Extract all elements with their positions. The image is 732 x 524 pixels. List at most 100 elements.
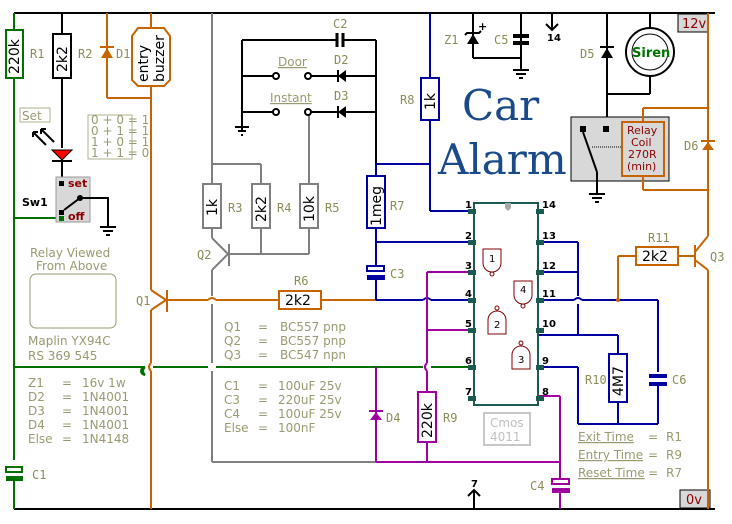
net-orange xyxy=(106,13,376,509)
svg-text:Exit Time: Exit Time xyxy=(578,430,634,444)
svg-text:=: = xyxy=(258,407,268,421)
svg-text:Q3: Q3 xyxy=(710,250,724,264)
svg-text:Q2: Q2 xyxy=(224,334,241,348)
resistor-r4: 2k2 R4 xyxy=(251,183,291,229)
svg-text:D3: D3 xyxy=(334,89,348,103)
capacitor-c5: C5 xyxy=(494,33,529,47)
resistor-r11: 2k2 R11 xyxy=(635,231,679,266)
svg-text:10k: 10k xyxy=(302,195,318,222)
ic-pins-left xyxy=(468,209,476,401)
svg-text:Reset Time: Reset Time xyxy=(578,466,645,480)
switch-sw1[interactable]: set off Sw1 xyxy=(22,176,109,226)
r1-ref: R1 xyxy=(30,47,44,61)
svg-text:C5: C5 xyxy=(494,33,508,47)
resistor-r5: 10k R5 xyxy=(299,183,339,229)
svg-text:Maplin YX94C: Maplin YX94C xyxy=(28,334,111,348)
svg-text:1N4148: 1N4148 xyxy=(82,432,129,446)
parts-list-capacitors: C1=100uF 25v C3=220uF 25v C4=100uF 25v E… xyxy=(224,379,342,435)
svg-text:=: = xyxy=(648,430,658,444)
switch-off-label: off xyxy=(68,210,85,223)
net-grey xyxy=(211,13,376,463)
svg-text:buzzer: buzzer xyxy=(152,35,168,82)
svg-text:Relay Viewed: Relay Viewed xyxy=(30,246,110,260)
svg-text:=: = xyxy=(258,379,268,393)
svg-text:14: 14 xyxy=(542,200,556,211)
svg-text:=: = xyxy=(258,393,268,407)
diode-d3: D3 xyxy=(334,89,348,118)
svg-text:C2: C2 xyxy=(333,17,347,31)
svg-text:D4: D4 xyxy=(28,418,45,432)
svg-text:1 + 1 = 0: 1 + 1 = 0 xyxy=(91,146,149,160)
svg-text:13: 13 xyxy=(542,231,556,242)
svg-text:8: 8 xyxy=(542,387,549,398)
svg-text:2: 2 xyxy=(494,320,500,331)
svg-text:=: = xyxy=(258,320,268,334)
rail-12v-label: 12v xyxy=(677,13,709,33)
ic-4011: 1 2 3 4 5 6 7 14 13 12 11 10 9 8 1 2 3 4… xyxy=(465,200,556,446)
r2-value: 2k2 xyxy=(55,46,71,72)
svg-text:1N4001: 1N4001 xyxy=(82,404,129,418)
svg-text:=: = xyxy=(62,376,72,390)
switch-ref: Sw1 xyxy=(22,196,48,209)
svg-text:(min): (min) xyxy=(627,160,656,173)
instant-contact[interactable]: Instant xyxy=(270,91,312,116)
svg-text:100nF: 100nF xyxy=(278,421,316,435)
svg-text:100uF 25v: 100uF 25v xyxy=(278,407,342,421)
svg-text:1: 1 xyxy=(465,200,472,211)
diode-d5: D5 xyxy=(580,46,614,61)
svg-text:1meg: 1meg xyxy=(369,186,385,226)
transistor-q3: Q3 xyxy=(694,235,724,271)
svg-text:+: + xyxy=(478,20,487,33)
net-green xyxy=(13,13,470,509)
relay-pinout-note: Relay Viewed From Above Maplin YX94C RS … xyxy=(28,246,117,363)
svg-text:2k2: 2k2 xyxy=(642,249,668,265)
svg-text:1 + 0 = 1: 1 + 0 = 1 xyxy=(91,135,149,149)
siren: Siren xyxy=(625,27,675,77)
diode-d2: D2 xyxy=(334,53,348,82)
ic-pins-right xyxy=(536,209,544,401)
svg-text:=: = xyxy=(258,348,268,362)
svg-text:Cmos: Cmos xyxy=(490,416,524,430)
svg-text:270R: 270R xyxy=(628,148,657,161)
resistor-r10: 4M7 R10 xyxy=(585,353,628,403)
resistor-r7: 1meg R7 xyxy=(366,175,404,229)
diode-d4: D4 xyxy=(369,410,400,425)
resistor-r9: 220k R9 xyxy=(417,391,457,443)
svg-text:=: = xyxy=(62,390,72,404)
door-contact[interactable]: Door xyxy=(272,55,312,80)
svg-text:Q3: Q3 xyxy=(224,348,241,362)
svg-text:R3: R3 xyxy=(228,201,242,215)
ground-symbol xyxy=(100,226,116,236)
svg-text:4M7: 4M7 xyxy=(611,366,627,396)
svg-text:C3: C3 xyxy=(224,393,240,407)
svg-text:C6: C6 xyxy=(672,373,686,387)
svg-text:entry: entry xyxy=(136,45,152,82)
svg-text:D2: D2 xyxy=(28,390,45,404)
svg-text:R7: R7 xyxy=(390,199,404,213)
net-orange-right xyxy=(617,13,709,509)
svg-text:D2: D2 xyxy=(334,53,348,67)
transistor-q2: Q2 xyxy=(197,237,230,271)
parts-list-transistors: Q1=BC557 pnp Q2=BC557 pnp Q3=BC547 npn xyxy=(224,320,346,362)
svg-text:12: 12 xyxy=(542,261,556,272)
svg-text:Q2: Q2 xyxy=(197,248,211,262)
svg-text:=: = xyxy=(258,334,268,348)
svg-text:BC547 npn: BC547 npn xyxy=(280,348,346,362)
svg-text:3: 3 xyxy=(518,355,524,366)
svg-text:220uF 25v: 220uF 25v xyxy=(278,393,342,407)
svg-text:1k: 1k xyxy=(423,92,439,110)
svg-text:220k: 220k xyxy=(420,402,436,438)
svg-text:Z1: Z1 xyxy=(28,376,44,390)
truth-table: 0 + 0 = 1 0 + 1 = 1 1 + 0 = 1 1 + 1 = 0 xyxy=(87,113,149,160)
relay: Relay Coil 270R (min) xyxy=(570,116,670,194)
svg-text:5: 5 xyxy=(465,319,472,330)
svg-text:4: 4 xyxy=(465,289,472,300)
title-line2: Alarm xyxy=(437,135,567,184)
svg-text:=: = xyxy=(648,448,658,462)
svg-text:Coil: Coil xyxy=(631,136,652,149)
svg-text:C4: C4 xyxy=(224,407,240,421)
resistor-r1: 220k R1 xyxy=(5,29,44,79)
svg-text:C1: C1 xyxy=(224,379,240,393)
capacitor-c1: C1 xyxy=(5,466,46,482)
